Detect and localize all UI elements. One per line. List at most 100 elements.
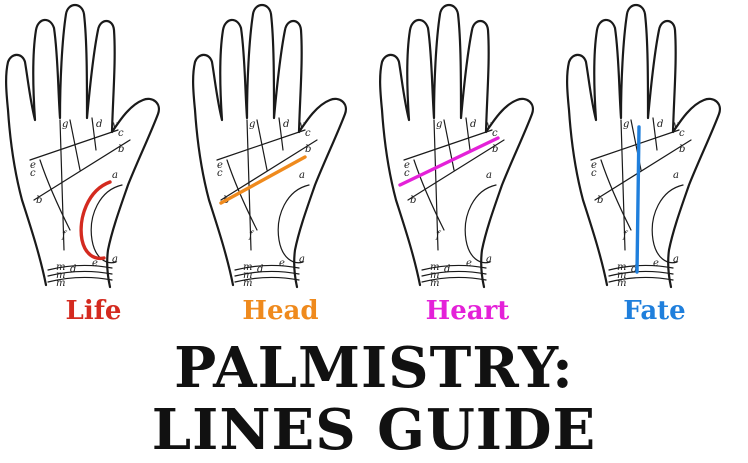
hand-outline	[5, 3, 160, 289]
line-letter: m	[617, 262, 626, 273]
line-letter: e	[591, 160, 597, 171]
line-letter: a	[112, 170, 118, 181]
palm-line	[620, 119, 626, 251]
line-letter: y	[298, 120, 305, 131]
line-letter: d	[657, 119, 663, 130]
line-letter: c	[305, 128, 311, 139]
palm-line	[226, 159, 258, 231]
line-letter: f	[435, 230, 442, 241]
hand-outline	[379, 3, 534, 289]
line-letter: m	[56, 270, 65, 281]
palm-line	[216, 129, 306, 161]
line-letter: e	[404, 160, 410, 171]
line-letter: a	[673, 254, 679, 265]
line-letter: c	[217, 168, 223, 179]
line-letter: a	[299, 254, 305, 265]
line-letter: b	[36, 195, 42, 206]
line-letter: f	[61, 230, 68, 241]
palm-line	[47, 276, 113, 283]
caption-life: Life	[65, 296, 122, 326]
palm-line	[600, 159, 632, 231]
palm-line	[59, 119, 65, 251]
palm-line	[234, 276, 300, 283]
palm-line	[608, 264, 674, 271]
line-letter: m	[430, 270, 439, 281]
palm-line	[33, 139, 131, 201]
line-letter: e	[217, 160, 223, 171]
line-letter: d	[70, 264, 76, 275]
line-letter: b	[410, 195, 416, 206]
title-line-1: PALMISTRY:	[174, 335, 574, 401]
palm-line	[39, 159, 71, 231]
line-letter: b	[305, 144, 311, 155]
line-letter: d	[444, 264, 450, 275]
line-letter: e	[279, 258, 285, 269]
thenar-mount-line	[277, 184, 310, 264]
palm-line	[278, 117, 284, 151]
line-letter: a	[112, 254, 118, 265]
fate-line-highlight	[635, 125, 641, 274]
line-letter: g	[436, 119, 442, 130]
palm-line	[220, 139, 318, 201]
line-letter: d	[470, 119, 476, 130]
palm-line	[403, 129, 493, 161]
palm-line	[47, 270, 113, 277]
caption-heart: Heart	[425, 296, 510, 326]
palm-line	[256, 119, 268, 171]
line-letter: y	[672, 120, 679, 131]
line-letter: b	[118, 144, 124, 155]
line-letter: m	[430, 262, 439, 273]
line-letter: m	[243, 262, 252, 273]
thenar-mount-line	[651, 184, 684, 264]
line-letter: d	[96, 119, 102, 130]
title-line-2: LINES GUIDE	[151, 397, 597, 463]
line-letter: a	[486, 254, 492, 265]
palm-line	[421, 264, 487, 271]
palm-line	[91, 117, 97, 151]
line-letter: d	[257, 264, 263, 275]
caption-head: Head	[242, 296, 319, 326]
palm-line	[433, 119, 439, 251]
line-letter: c	[404, 168, 410, 179]
palm-line	[407, 139, 505, 201]
line-letter: a	[486, 170, 492, 181]
line-letter: b	[492, 144, 498, 155]
line-letter: g	[249, 119, 255, 130]
line-letter: m	[243, 270, 252, 281]
line-letter: m	[617, 270, 626, 281]
line-letter: c	[492, 128, 498, 139]
line-letter: m	[430, 278, 439, 289]
palm-line	[234, 270, 300, 277]
line-letter: d	[283, 119, 289, 130]
line-letter: d	[631, 264, 637, 275]
line-letter: f	[622, 230, 629, 241]
line-letter: m	[56, 262, 65, 273]
head-line-highlight	[219, 155, 307, 205]
palm-line	[652, 117, 658, 151]
line-letter: e	[466, 258, 472, 269]
line-letter: c	[679, 128, 685, 139]
line-letter: c	[30, 168, 36, 179]
line-letter: e	[653, 258, 659, 269]
line-letter: a	[299, 170, 305, 181]
palm-line	[246, 119, 252, 251]
palm-line	[608, 276, 674, 283]
line-letter: c	[591, 168, 597, 179]
line-letter: m	[243, 278, 252, 289]
hand-outline	[192, 3, 347, 289]
thenar-mount-line	[90, 184, 123, 264]
line-letter: g	[62, 119, 68, 130]
palm-line	[421, 270, 487, 277]
palm-line	[69, 119, 81, 171]
line-letter: e	[92, 258, 98, 269]
palm-line	[465, 117, 471, 151]
palm-line	[234, 264, 300, 271]
line-letter: a	[673, 170, 679, 181]
line-letter: g	[623, 119, 629, 130]
line-letter: f	[248, 230, 255, 241]
